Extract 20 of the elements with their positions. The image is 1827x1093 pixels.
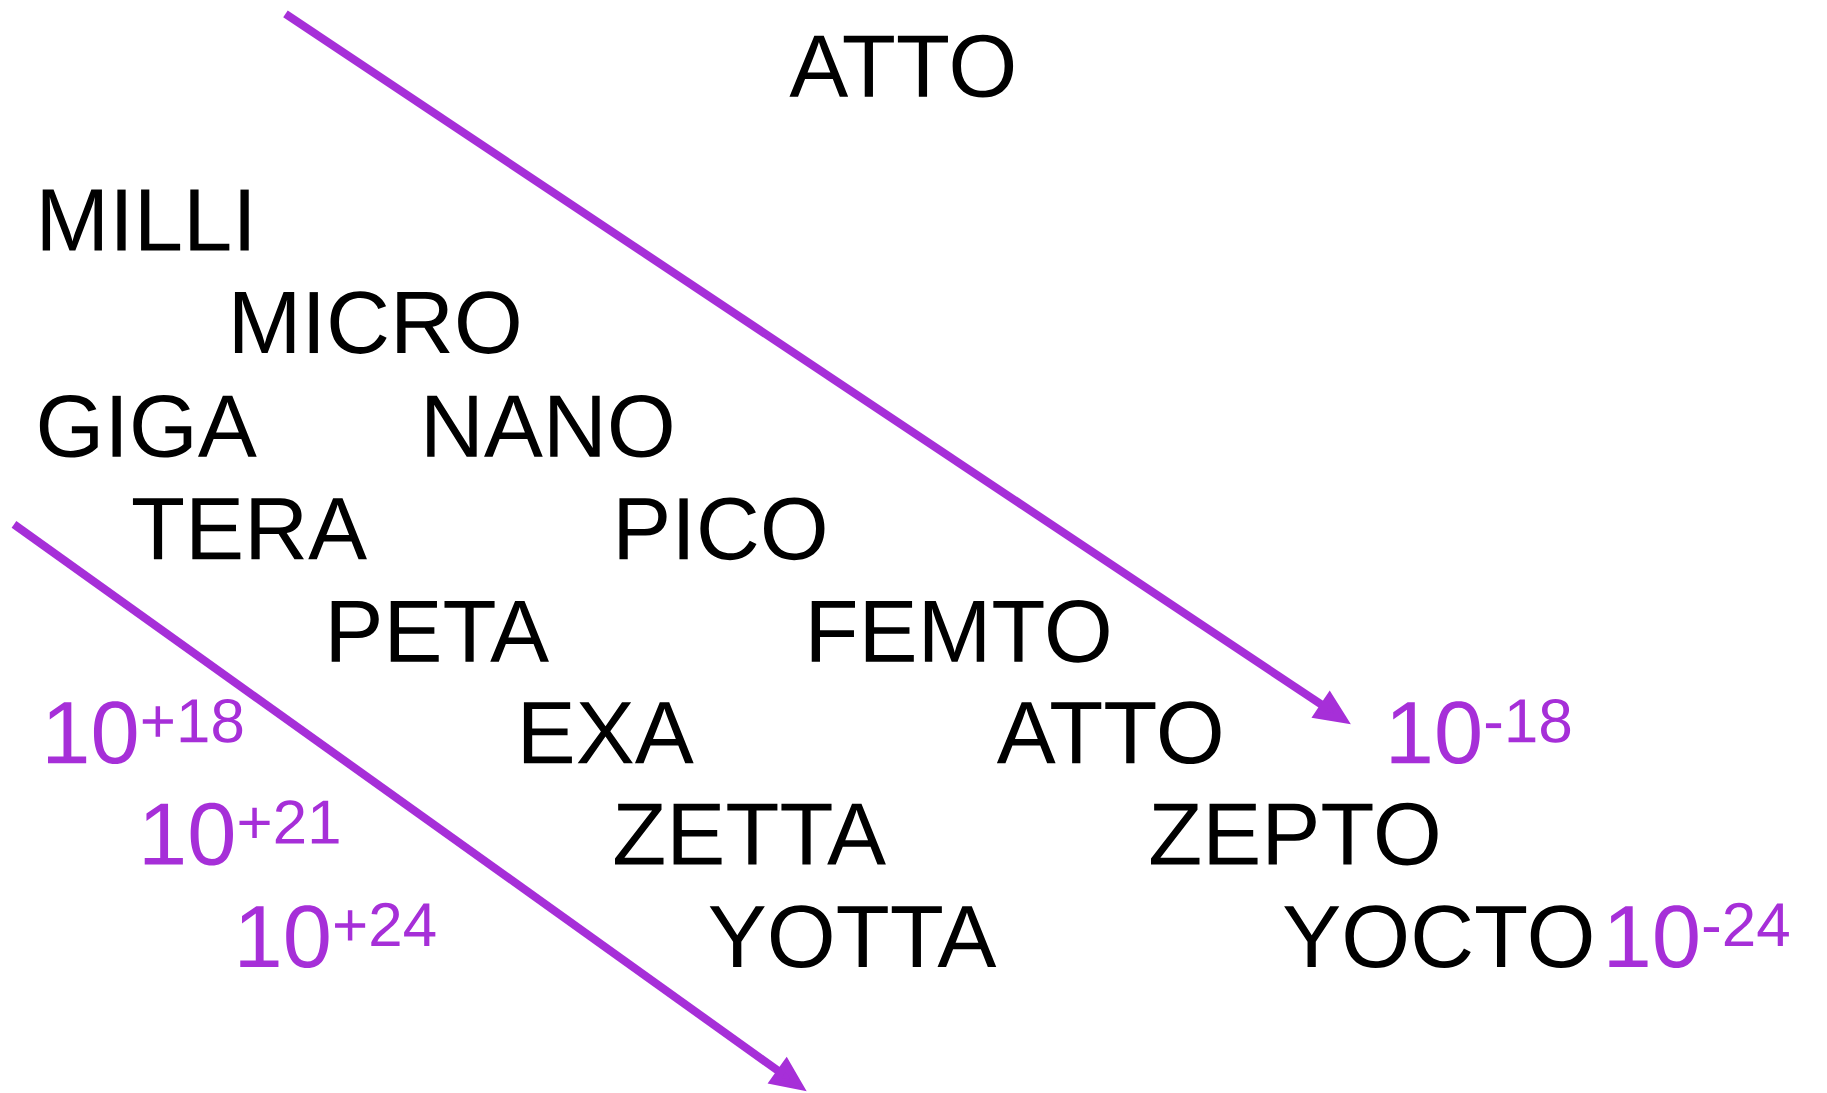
power-label: 10$^{-24}$ bbox=[1609, 902, 1789, 968]
prefix-label: PICO bbox=[619, 497, 825, 561]
prefix-label: ZETTA bbox=[615, 803, 886, 865]
prefix-label: ZEPTO bbox=[1151, 802, 1438, 866]
power-label: 10$^{+24}$ bbox=[240, 902, 436, 968]
prefix-label: GIGA bbox=[39, 394, 257, 458]
power-label: 10$^{+18}$ bbox=[48, 698, 243, 765]
power-label: 10$^{+21}$ bbox=[144, 800, 339, 866]
prefix-label: FEMTO bbox=[811, 600, 1109, 663]
prefix-label: PETA bbox=[331, 600, 549, 662]
prefix-label: TERA bbox=[132, 498, 367, 560]
prefix-label: YOTTA bbox=[709, 905, 997, 968]
prefix-label: ATTO bbox=[789, 34, 1014, 98]
prefix-label: NANO bbox=[427, 394, 672, 458]
prefix-label: ATTO bbox=[996, 701, 1221, 765]
prefix-label: EXA bbox=[523, 702, 694, 764]
prefix-label: MICRO bbox=[234, 291, 519, 354]
power-label: 10$^{-18}$ bbox=[1391, 698, 1571, 765]
prefix-label: MILLI bbox=[42, 189, 249, 251]
prefix-label: YOCTO bbox=[1284, 905, 1592, 968]
